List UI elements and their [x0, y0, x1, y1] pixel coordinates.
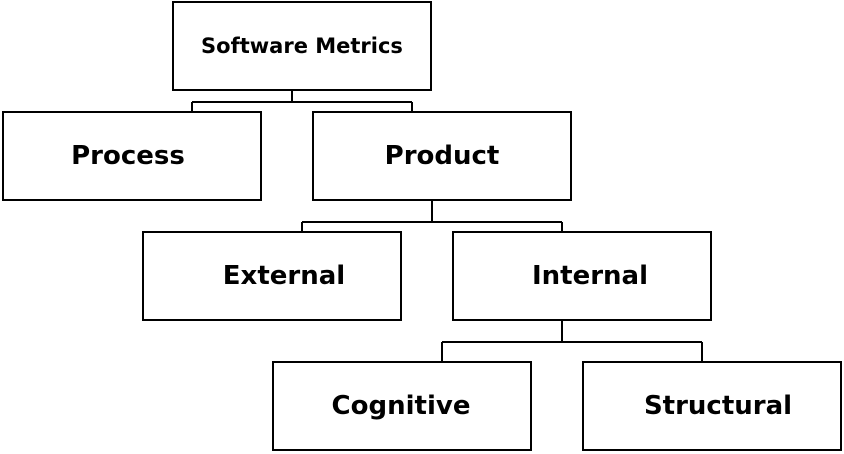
node-label-product: Product — [384, 141, 500, 171]
node-product: Product — [312, 111, 572, 201]
node-label-cognitive: Cognitive — [331, 391, 471, 421]
node-structural: Structural — [582, 361, 842, 451]
node-label-software-metrics: Software Metrics — [201, 34, 403, 58]
node-label-internal: Internal — [531, 261, 649, 291]
connector-root-children — [191, 91, 413, 111]
node-external: External — [142, 231, 402, 321]
node-cognitive: Cognitive — [272, 361, 532, 451]
node-label-process: Process — [71, 141, 185, 171]
node-process: Process — [2, 111, 262, 201]
connector-product-children — [301, 201, 563, 231]
connector-internal-children — [441, 321, 703, 361]
node-software-metrics: Software Metrics — [172, 1, 432, 91]
node-label-external: External — [222, 261, 346, 291]
node-internal: Internal — [452, 231, 712, 321]
node-label-structural: Structural — [643, 391, 793, 421]
